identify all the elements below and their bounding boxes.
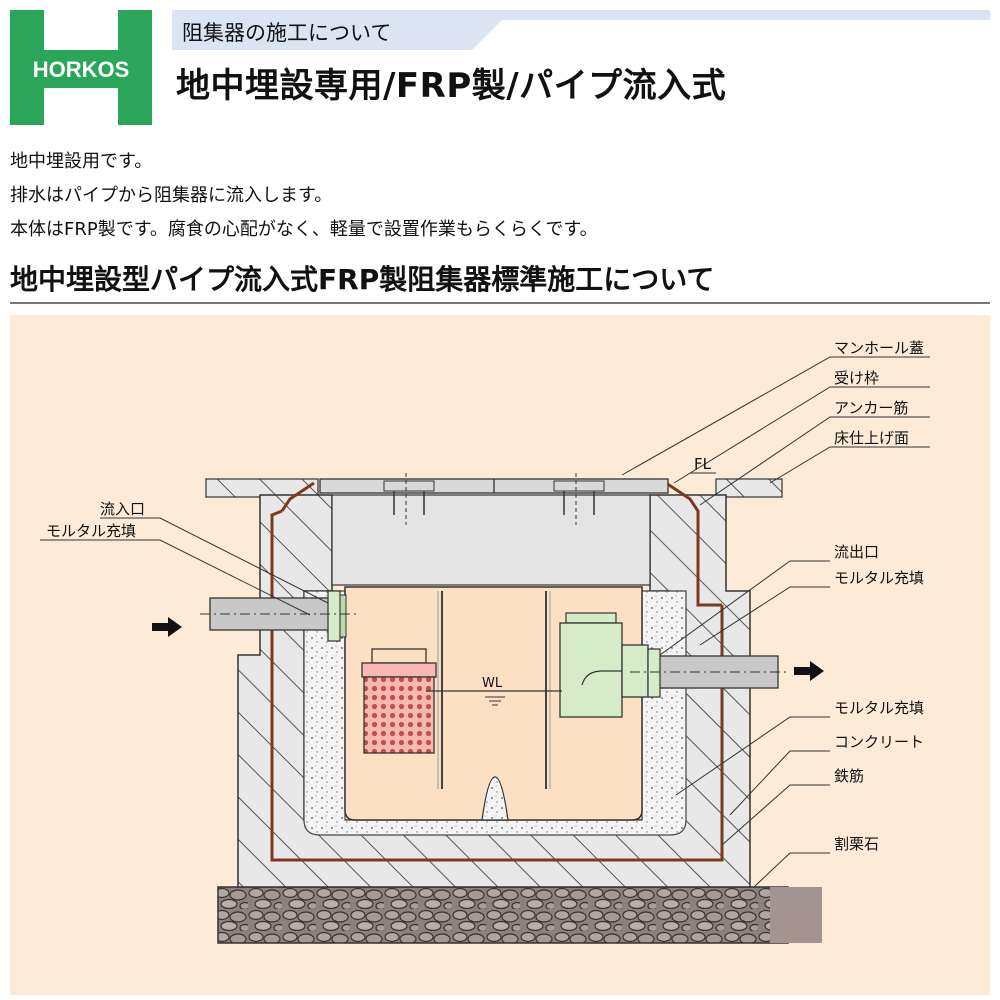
manhole-chamber <box>331 494 651 586</box>
leader-mortar-in <box>40 539 311 616</box>
leader-frame <box>673 386 930 484</box>
label-anchor-bar: アンカー筋 <box>834 399 908 417</box>
strainer-basket <box>361 648 437 754</box>
tank-bump <box>481 776 509 821</box>
manhole-cover <box>319 473 669 525</box>
leader-mortar-out <box>699 586 830 646</box>
label-inlet: 流入口 <box>100 500 145 518</box>
intro-line: 本体はFRP製です。腐食の心配がなく、軽量で設置作業もらくらくです。 <box>10 219 598 240</box>
section-divider <box>10 302 990 304</box>
leader-manhole-cover <box>621 356 930 476</box>
label-mortar-in: モルタル充填 <box>46 522 136 540</box>
installation-diagram: マンホール蓋 受け枠 アンカー筋 床仕上げ面 FL 流入口 モルタル充填 流出口… <box>10 315 990 995</box>
label-mortar-out: モルタル充填 <box>834 569 924 587</box>
horkos-logo: HORKOS <box>10 10 152 125</box>
leader-outlet <box>659 560 830 656</box>
inflow-arrow <box>152 617 182 637</box>
outlet-pipe <box>630 648 790 698</box>
label-outlet: 流出口 <box>834 543 879 561</box>
leader-floor-finish <box>769 446 930 484</box>
inlet-pipe <box>200 590 360 642</box>
label-rebar: 鉄筋 <box>834 767 864 785</box>
label-floor-finish: 床仕上げ面 <box>834 429 909 447</box>
section-title: 地中埋設型パイプ流入式FRP製阻集器標準施工について <box>10 263 715 296</box>
rebar <box>270 509 724 862</box>
leader-rebar <box>721 784 830 846</box>
label-wl: WL <box>482 676 503 691</box>
leader-gravel <box>753 852 830 888</box>
gravel-bed <box>217 886 822 944</box>
leader-mortar-fill <box>675 716 830 796</box>
leader-concrete <box>729 750 830 816</box>
label-manhole-cover: マンホール蓋 <box>834 339 924 357</box>
intro-line: 排水はパイプから阻集器に流入します。 <box>10 185 333 206</box>
header-band <box>172 10 990 50</box>
floor-slab <box>205 478 783 498</box>
label-frame: 受け枠 <box>834 369 879 387</box>
header-category: 阻集器の施工について <box>182 21 392 45</box>
intro-line: 地中埋設用です。 <box>10 151 153 172</box>
label-gravel: 割栗石 <box>834 835 879 853</box>
outlet-trap <box>559 612 649 718</box>
logo-text: HORKOS <box>32 57 130 82</box>
anchor-bar-left <box>280 481 315 512</box>
label-concrete: コンクリート <box>834 733 924 751</box>
label-mortar-fill: モルタル充填 <box>834 699 924 717</box>
page-title: 地中埋設専用/FRP製/パイプ流入式 <box>176 66 727 106</box>
leader-anchor-bar <box>699 416 930 506</box>
label-fl: FL <box>694 455 712 473</box>
leader-inlet <box>100 517 329 604</box>
anchor-bar-right <box>665 481 722 607</box>
intro-text: 地中埋設用です。 排水はパイプから阻集器に流入します。 本体はFRP製です。腐食… <box>10 145 598 247</box>
outflow-arrow <box>794 661 824 681</box>
